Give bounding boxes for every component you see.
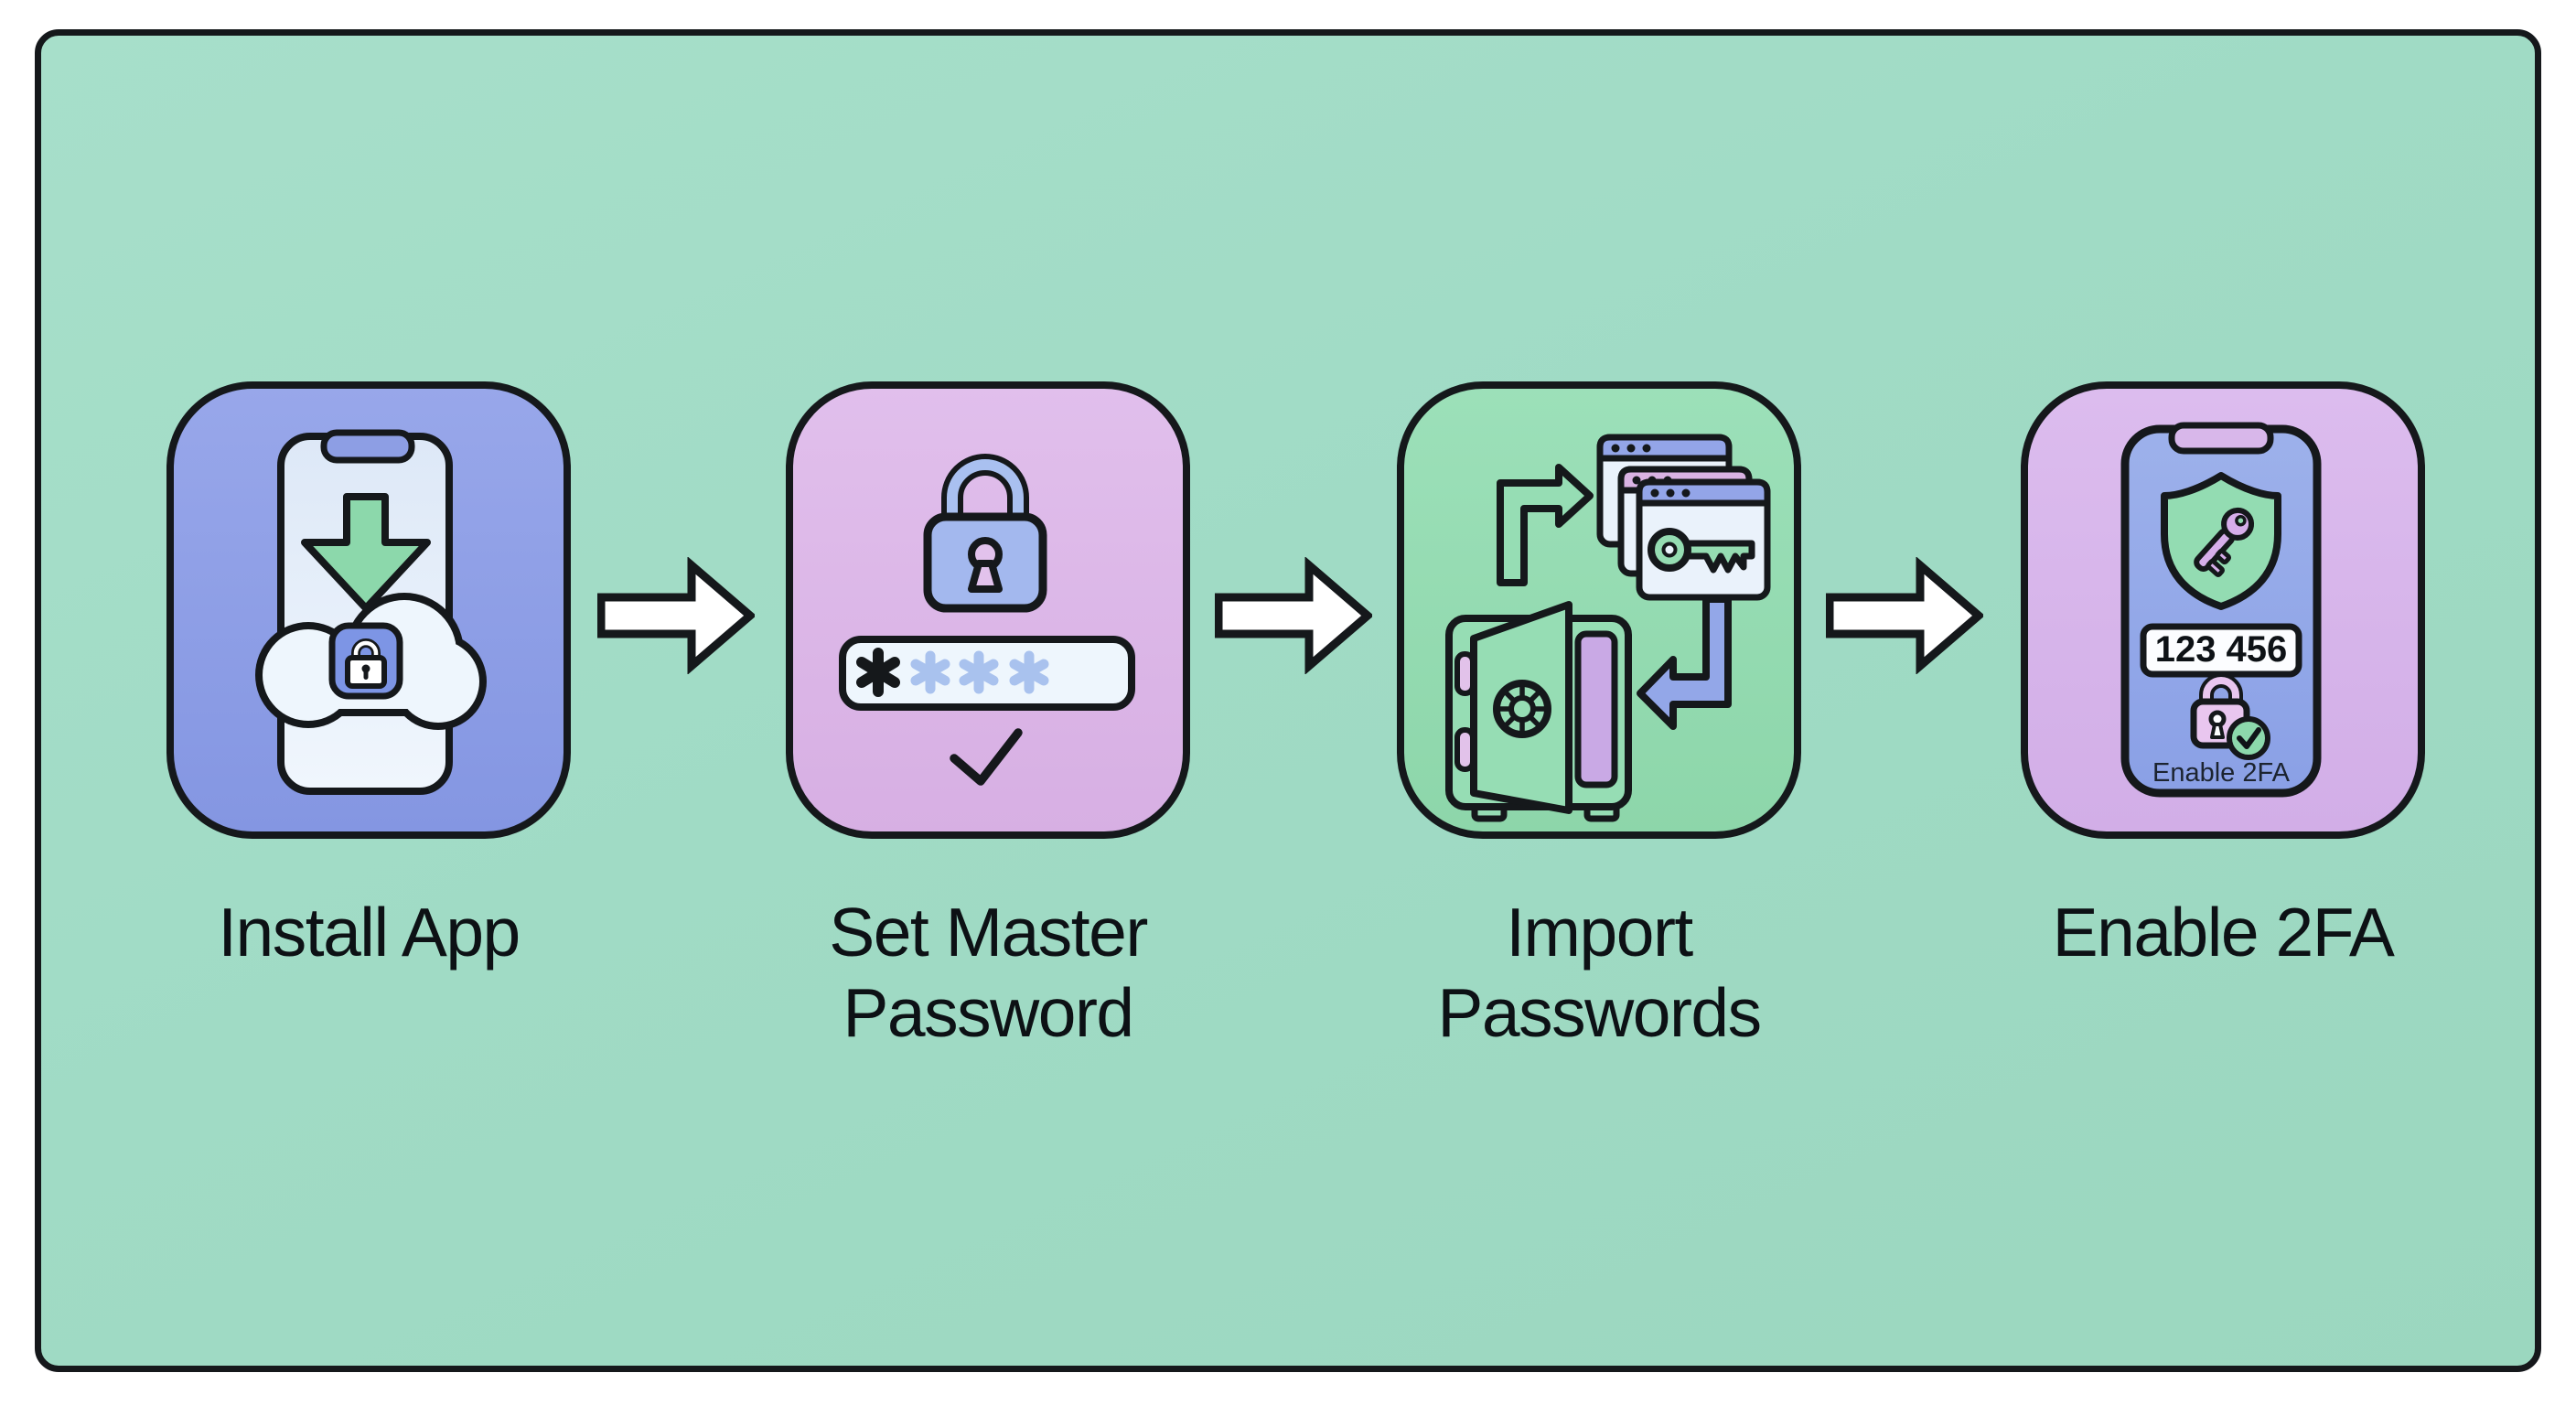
enable-2fa-illustration: 123 456 Enable 2FA xyxy=(2021,381,2425,839)
step-label-line: Install App xyxy=(218,894,521,971)
asterisk-icons-muted xyxy=(910,650,1049,694)
vault-dial xyxy=(1493,680,1551,738)
keyhole xyxy=(968,560,1003,593)
password-field xyxy=(839,636,1135,711)
vault-icon xyxy=(1445,601,1632,822)
step-card-install-app xyxy=(166,381,571,839)
vault-interior xyxy=(1574,630,1618,788)
checkmark-icon xyxy=(2237,727,2261,749)
step-label-line: Set Master xyxy=(829,894,1148,971)
otp-code-box: 123 456 xyxy=(2140,623,2302,678)
step-label-set-master-password: Set Master Password xyxy=(704,892,1272,1053)
flow-arrow-icon xyxy=(597,557,755,674)
step-card-import-passwords xyxy=(1397,381,1801,839)
import-passwords-illustration xyxy=(1397,381,1801,839)
step-card-set-master-password xyxy=(786,381,1190,839)
download-arrow-icon xyxy=(301,493,431,612)
vault-hinge xyxy=(1454,727,1476,772)
master-password-illustration xyxy=(786,381,1190,839)
check-badge xyxy=(2227,716,2270,760)
install-app-illustration xyxy=(166,381,571,839)
step-label-import-passwords: Import Passwords xyxy=(1315,892,1883,1053)
lock-check-icon xyxy=(2190,673,2270,760)
step-label-line: Password xyxy=(843,974,1134,1051)
vault-hinge xyxy=(1454,651,1476,696)
key-icon xyxy=(1648,528,1755,574)
phone-notch xyxy=(2168,422,2274,455)
asterisk-icon xyxy=(856,648,900,697)
flow-arrow-icon xyxy=(1826,557,1983,674)
step-label-line: Import xyxy=(1506,894,1693,971)
phone-notch xyxy=(320,429,415,464)
import-arrow-icon xyxy=(1637,595,1732,730)
step-label-line: Passwords xyxy=(1437,974,1762,1051)
flow-arrow-icon xyxy=(1215,557,1372,674)
step-label-install-app: Install App xyxy=(85,892,652,972)
browser-windows-icon xyxy=(1596,434,1771,601)
checkmark-icon xyxy=(950,728,1023,786)
enable-2fa-screen-label: Enable 2FA xyxy=(2152,758,2291,788)
browser-window-front xyxy=(1636,478,1771,601)
export-arrow-icon xyxy=(1497,464,1594,586)
padlock-icon xyxy=(923,454,1047,613)
step-card-enable-2fa: 123 456 Enable 2FA xyxy=(2021,381,2425,839)
step-label-enable-2fa: Enable 2FA xyxy=(1939,892,2506,972)
step-label-line: Enable 2FA xyxy=(2052,894,2395,971)
otp-code-text: 123 456 xyxy=(2155,629,2288,670)
shield-key-icon xyxy=(2161,472,2281,610)
app-lock-badge-icon xyxy=(328,622,403,700)
key-icon xyxy=(2194,507,2255,577)
diagram-frame: 123 456 Enable 2FA xyxy=(35,29,2541,1372)
